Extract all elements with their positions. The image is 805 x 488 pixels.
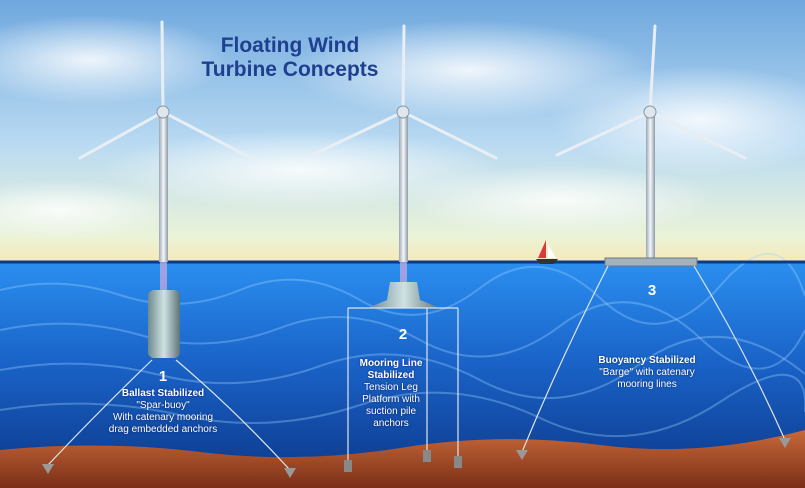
concept-2-desc-3: suction pile [365,406,417,417]
concept-1-label: Ballast Stabilized "Spar-buoy" With cate… [98,388,228,436]
sailboat-icon [536,240,558,264]
concept-2-heading-2: Stabilized [367,370,415,381]
title-line-2: Turbine Concepts [201,58,379,81]
turbine-1 [42,20,296,478]
turbine-2 [308,24,498,472]
concept-3-label: Buoyancy Stabilized "Barge" with catenar… [582,355,712,391]
water-caustics [0,252,805,438]
concept-2-heading-1: Mooring Line [359,358,423,369]
concept-1-desc-1: "Spar-buoy" [136,400,190,411]
clouds [0,15,805,240]
turbine-3 [516,24,791,460]
concept-2-desc-1: Tension Leg [364,382,418,393]
title-line-1: Floating Wind [220,34,360,57]
tension-leg-platform [368,282,440,308]
diagram-title: Floating Wind Turbine Concepts [170,34,410,82]
seabed [0,430,805,488]
concept-3-heading: Buoyancy Stabilized [598,355,696,366]
concept-2-number: 2 [398,326,408,343]
concept-1-desc-3: drag embedded anchors [108,424,218,435]
concept-1-heading: Ballast Stabilized [121,388,205,399]
concept-3-desc-1: "Barge" with catenary [599,367,695,378]
concept-2-desc-4: anchors [373,418,409,429]
concept-3-desc-2: mooring lines [617,379,677,390]
concept-1-desc-2: With catenary mooring [112,412,214,423]
concept-1-number: 1 [158,368,168,385]
concept-2-label: Mooring Line Stabilized Tension Leg Plat… [355,358,427,430]
concept-3-number: 3 [647,282,657,299]
barge [604,257,698,267]
spar-buoy [148,290,180,358]
concept-2-desc-2: Platform with [362,394,420,405]
